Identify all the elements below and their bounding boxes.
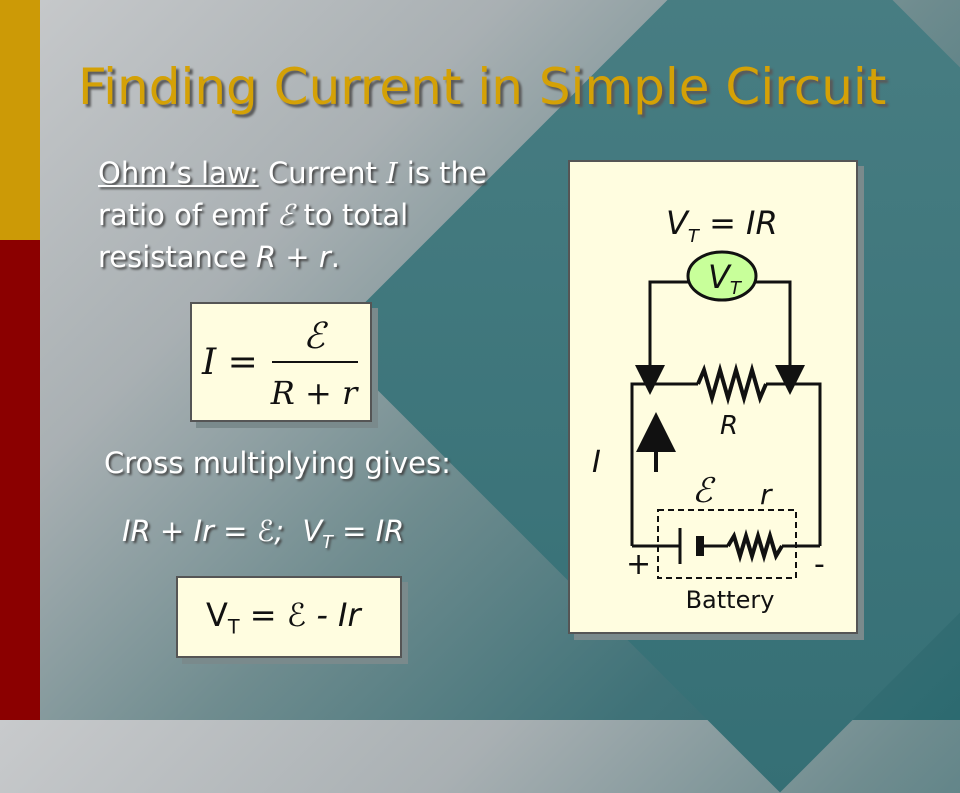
resistor-r	[696, 362, 768, 406]
formula-numerator: ℰ	[303, 316, 328, 357]
voltmeter-label: VT	[708, 258, 743, 299]
voltmeter-lead-right	[756, 280, 792, 382]
current-formula: I = ℰ R + r	[201, 316, 359, 412]
terminal-voltage-formula: VT = ℰ - Ir	[206, 596, 361, 638]
voltmeter-lead-left	[648, 280, 690, 382]
ir-equation-rhs: = IR	[332, 514, 405, 548]
red-stripe	[0, 240, 40, 720]
minus-terminal-label: -	[814, 547, 825, 582]
circuit-diagram: VT = IR VT R I ℰ r + -	[592, 204, 825, 614]
gold-stripe	[0, 0, 40, 240]
ir-equation-sub: T	[322, 532, 333, 553]
intro-part1: Current	[258, 156, 387, 190]
current-label: I	[592, 445, 601, 480]
internal-resistance-label: r	[760, 478, 773, 511]
resistance-sum: R + r	[255, 240, 331, 274]
vt-sub: T	[227, 615, 240, 639]
battery-label: Battery	[686, 586, 775, 614]
vt-rest: = ℰ - Ir	[239, 596, 361, 634]
terminal-voltage-box: VT = ℰ - Ir	[176, 576, 402, 658]
current-formula-box: I = ℰ R + r	[190, 302, 372, 422]
emf-symbol: ℰ	[276, 198, 295, 232]
emf-label: ℰ	[692, 471, 716, 511]
cross-multiply-text: Cross multiplying gives:	[104, 446, 451, 480]
ir-equation: IR + Ir = ℰ; VT = IR	[122, 514, 404, 553]
ir-equation-lhs: IR + Ir = ℰ;	[122, 514, 284, 548]
intro-part2: is the ratio of emf	[98, 156, 487, 232]
formula-denominator: R + r	[270, 374, 359, 412]
wire-right	[766, 382, 822, 534]
internal-resistor-r	[726, 529, 784, 563]
intro-part4: .	[330, 240, 340, 274]
slide-title: Finding Current in Simple Circuit	[78, 58, 887, 116]
formula-lhs: I =	[201, 342, 258, 383]
vt-v: V	[206, 596, 228, 634]
current-symbol: I	[386, 156, 398, 190]
ohms-law-text: Ohm’s law: Current I is the ratio of emf…	[98, 152, 498, 278]
ohms-law-label: Ohm’s law:	[98, 156, 259, 190]
battery-short-plate	[696, 536, 704, 556]
plus-terminal-label: +	[626, 547, 651, 582]
battery-box	[657, 509, 797, 579]
wire-left	[630, 382, 698, 534]
circuit-diagram-box: VT = IR VT R I ℰ r + -	[568, 160, 858, 634]
vt-ir-label: VT = IR	[666, 204, 778, 247]
resistor-label: R	[720, 411, 738, 441]
ir-equation-v: V	[302, 514, 323, 548]
intro-part3: to total resistance	[98, 198, 409, 274]
voltmeter	[686, 250, 758, 302]
